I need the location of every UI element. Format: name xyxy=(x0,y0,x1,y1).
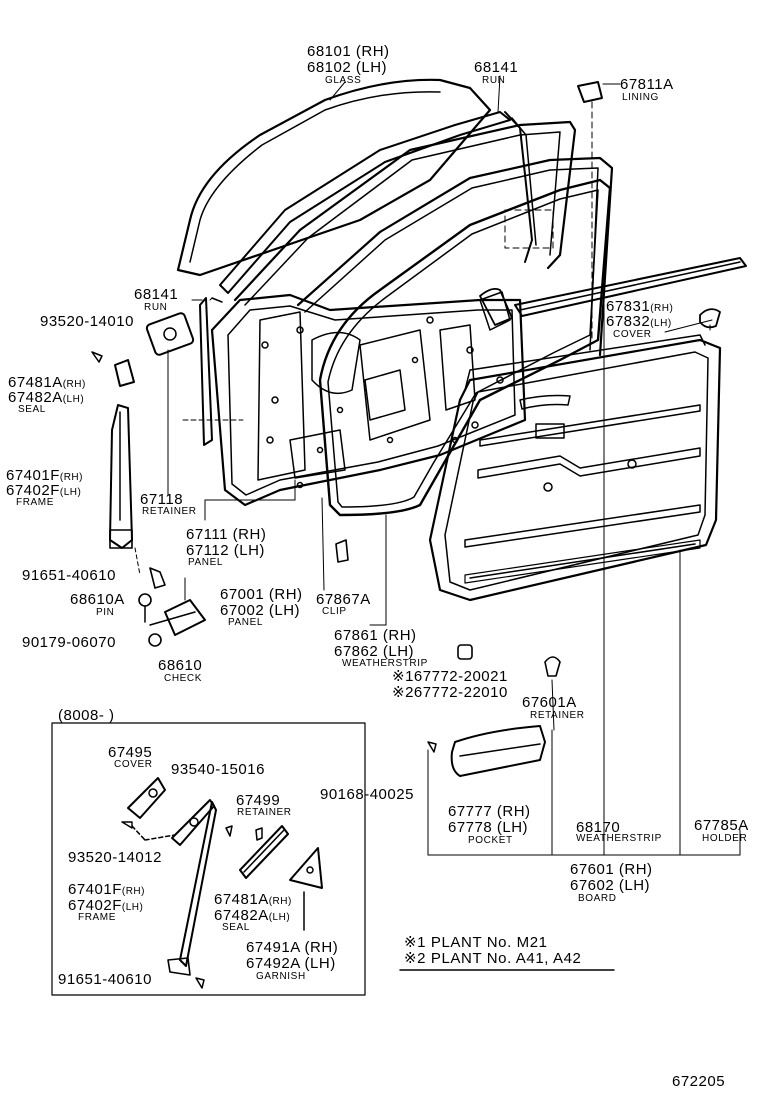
board-description: BOARD xyxy=(578,893,617,904)
cover-rh-number: 67831(RH) xyxy=(606,298,674,315)
alt-part-number-1: ※167772-20021 xyxy=(392,668,508,685)
weatherstrip-lh-number: 67862 (LH) xyxy=(334,643,415,660)
panel-b-lh-number: 67002 (LH) xyxy=(220,602,301,619)
alt-part-number-2: ※267772-22010 xyxy=(392,684,508,701)
inset-frame-lh-number: 67402F(LH) xyxy=(68,897,144,914)
inset-retainer-description: RETAINER xyxy=(237,807,292,818)
inset-frame-rh-number: 67401F(RH) xyxy=(68,881,145,898)
run-left-number: 68141 xyxy=(134,286,179,303)
inset-seal-rh-number: 67481A(RH) xyxy=(214,891,292,908)
door-panel-drawing xyxy=(210,291,527,507)
plant-note-2: ※2 PLANT No. A41, A42 xyxy=(404,950,582,967)
sash-frame-drawing xyxy=(233,120,614,357)
belt-weatherstrip-drawing xyxy=(514,257,747,317)
plant-note-1: ※1 PLANT No. M21 xyxy=(404,934,548,951)
seal-description: SEAL xyxy=(18,404,46,415)
check-number: 68610 xyxy=(158,657,203,674)
door-board-drawing xyxy=(428,334,722,602)
inset-drawing xyxy=(121,777,323,989)
inset-frame-description: FRAME xyxy=(78,912,116,923)
cover-lh-number: 67832(LH) xyxy=(606,313,672,330)
weatherstrip-description: WEATHERSTRIP xyxy=(342,658,428,669)
pocket-rh-number: 67777 (RH) xyxy=(448,803,531,820)
panel-a-description: PANEL xyxy=(188,557,224,568)
glass-rh-number: 68101 (RH) xyxy=(307,43,390,60)
board-lh-number: 67602 (LH) xyxy=(570,877,651,894)
retainer-number-1: 67118 xyxy=(140,491,184,508)
retainer-description-2: RETAINER xyxy=(530,710,585,721)
run-left-drawing xyxy=(199,297,223,446)
weatherstrip-2-number: 68170 xyxy=(576,819,621,836)
glass-lh-number: 68102 (LH) xyxy=(307,59,388,76)
weatherstrip-2-description: WEATHERSTRIP xyxy=(576,833,662,844)
inset-cover-description: COVER xyxy=(114,759,153,770)
inset-screw-b-number: 93520-14012 xyxy=(68,849,162,866)
inset-cover-number: 67495 xyxy=(108,744,153,761)
pocket-description: POCKET xyxy=(468,835,513,846)
panel-b-rh-number: 67001 (RH) xyxy=(220,586,303,603)
weatherstrip-drawing xyxy=(318,178,612,517)
inset-seal-lh-number: 67482A(LH) xyxy=(214,907,291,924)
screw-number-2: 90168-40025 xyxy=(320,786,414,803)
inset-garnish-lh-number: 67492A (LH) xyxy=(246,955,336,972)
holder-drawing xyxy=(699,308,721,329)
frame-description: FRAME xyxy=(16,497,54,508)
clip-number: 67867A xyxy=(316,591,371,608)
inset-garnish-description: GARNISH xyxy=(256,971,306,982)
small-parts-right-drawing xyxy=(335,539,561,777)
check-description: CHECK xyxy=(164,673,203,684)
glass-drawing xyxy=(176,78,492,277)
panel-b-description: PANEL xyxy=(228,617,264,628)
retainer-number-2: 67601A xyxy=(522,694,577,711)
board-rh-number: 67601 (RH) xyxy=(570,861,653,878)
frame-rh-number: 67401F(RH) xyxy=(6,467,83,484)
pin-description: PIN xyxy=(96,607,115,618)
inset-screw-a-number: 93540-15016 xyxy=(171,761,265,778)
panel-a-rh-number: 67111 (RH) xyxy=(186,526,267,543)
run-top-description: RUN xyxy=(482,75,506,86)
diagram-code: 672205 xyxy=(672,1073,726,1090)
bolt-number-1: 91651-40610 xyxy=(22,567,116,584)
run-left-description: RUN xyxy=(144,302,168,313)
retainer-description-1: RETAINER xyxy=(142,506,197,517)
leader-lines xyxy=(167,75,741,856)
glass-description: GLASS xyxy=(325,75,362,86)
lining-number: 67811A xyxy=(620,76,674,93)
lining-description: LINING xyxy=(622,92,659,103)
small-parts-left-drawing xyxy=(91,312,206,647)
screw-number-1: 93520-14010 xyxy=(40,313,134,330)
lining-drawing xyxy=(577,81,603,341)
bolt-number-2: 90179-06070 xyxy=(22,634,116,651)
cover-description: COVER xyxy=(613,329,652,340)
weatherstrip-rh-number: 67861 (RH) xyxy=(334,627,417,644)
holder-description: HOLDER xyxy=(702,833,748,844)
corner-cover-drawing xyxy=(479,287,513,326)
panel-a-lh-number: 67112 (LH) xyxy=(186,542,265,559)
holder-number: 67785A xyxy=(694,817,749,834)
inset-garnish-rh-number: 67491A (RH) xyxy=(246,939,339,956)
seal-rh-number: 67481A(RH) xyxy=(8,374,86,391)
inset-bolt-number: 91651-40610 xyxy=(58,971,152,988)
frame-lh-number: 67402F(LH) xyxy=(6,482,82,499)
inset-title: (8008- ) xyxy=(58,707,115,724)
run-top-number: 68141 xyxy=(474,59,519,76)
pocket-lh-number: 67778 (LH) xyxy=(448,819,529,836)
pin-number: 68610A xyxy=(70,591,125,608)
clip-description: CLIP xyxy=(322,606,347,617)
inset-box xyxy=(51,722,366,996)
inset-retainer-number: 67499 xyxy=(236,792,281,809)
inset-seal-description: SEAL xyxy=(222,922,250,933)
seal-lh-number: 67482A(LH) xyxy=(8,389,85,406)
